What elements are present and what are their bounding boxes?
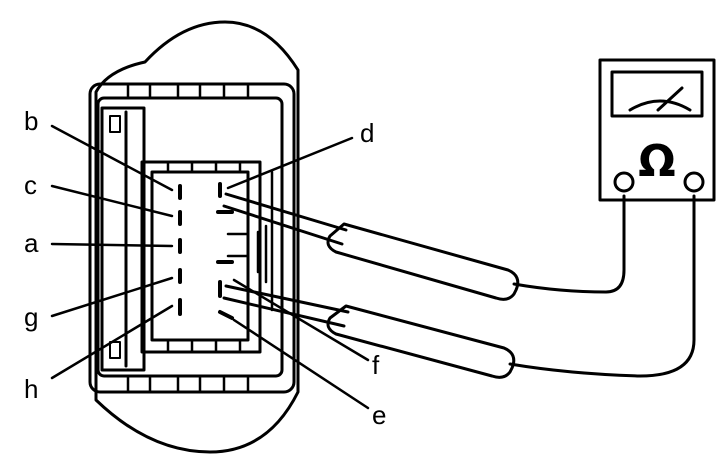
- meter-scale-arc: [628, 99, 692, 112]
- probe-handle-lower: [326, 304, 516, 379]
- label-c: c: [24, 170, 37, 200]
- leader-lines: [50, 124, 370, 410]
- label-a: a: [24, 228, 39, 258]
- leader-b: [50, 124, 174, 192]
- terminals: [178, 182, 234, 320]
- housing-outer-shell: [94, 20, 300, 454]
- housing-tabs: [126, 82, 250, 394]
- ohm-symbol: Ω: [638, 136, 675, 187]
- housing-frame-outer: [88, 82, 296, 394]
- test-probe-upper: [222, 192, 520, 301]
- label-b: b: [24, 106, 38, 136]
- ohmmeter: [598, 58, 716, 202]
- terminal-e: [218, 310, 234, 320]
- lead-wire-lower: [508, 194, 696, 378]
- leader-a: [50, 242, 174, 248]
- leader-g: [50, 276, 174, 318]
- leader-e: [232, 318, 370, 410]
- label-e: e: [372, 400, 386, 430]
- meter-case: [598, 58, 716, 202]
- left-rail: [100, 106, 146, 372]
- meter-jack-left: [613, 171, 635, 193]
- leader-h: [50, 304, 174, 380]
- meter-needle: [656, 86, 684, 112]
- plug-body: [140, 160, 262, 354]
- label-d: d: [360, 118, 374, 148]
- plug-notches: [166, 160, 242, 354]
- terminal-labels: b c a g h d f e: [24, 106, 386, 430]
- label-f: f: [372, 350, 380, 380]
- meter-dial: [610, 70, 704, 118]
- side-slots: [226, 170, 274, 312]
- housing-frame-inner: [96, 96, 284, 378]
- lead-wire-upper: [512, 194, 626, 294]
- leader-d: [226, 136, 354, 190]
- leader-c: [50, 184, 174, 218]
- test-probe-lower: [222, 284, 516, 379]
- label-g: g: [24, 302, 38, 332]
- switch-housing: [88, 20, 300, 454]
- probe-handle-upper: [326, 222, 520, 301]
- label-h: h: [24, 374, 38, 404]
- meter-jack-right: [683, 171, 705, 193]
